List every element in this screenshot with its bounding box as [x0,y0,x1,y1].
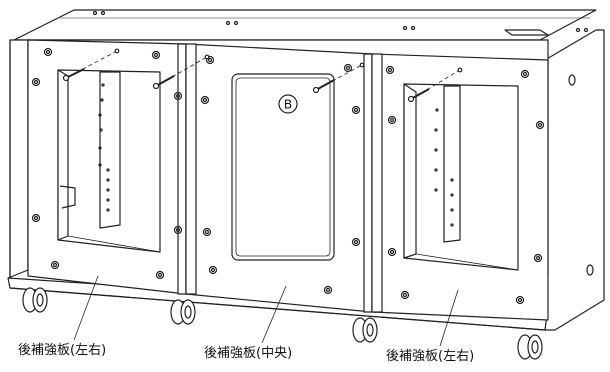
leader-line-middle [261,285,287,344]
screw-middle [312,62,365,94]
screw-left-2 [152,54,210,90]
reinforcement-plate-left [27,39,187,295]
left-side-panel [9,39,29,279]
label-rear-reinforcement-right: 後補強板(左右) [386,349,475,364]
reinforcement-plate-right [371,53,549,321]
caster-2 [170,299,196,325]
reinforcement-plate-middle [185,43,373,313]
caster-1 [22,287,48,313]
screw-right [407,67,463,103]
right-side-panel [544,29,605,331]
label-rear-reinforcement-middle: 後補強板(中央) [204,346,293,361]
label-rear-reinforcement-left: 後補強板(左右) [18,343,107,358]
leader-line-left [73,275,99,341]
screw-left-1 [62,48,120,82]
caster-3 [352,317,378,343]
top-panel [13,9,597,41]
marker-circle [278,94,298,114]
leader-line-right [439,289,459,347]
marker-label: B [284,98,292,112]
caster-4 [517,334,543,360]
